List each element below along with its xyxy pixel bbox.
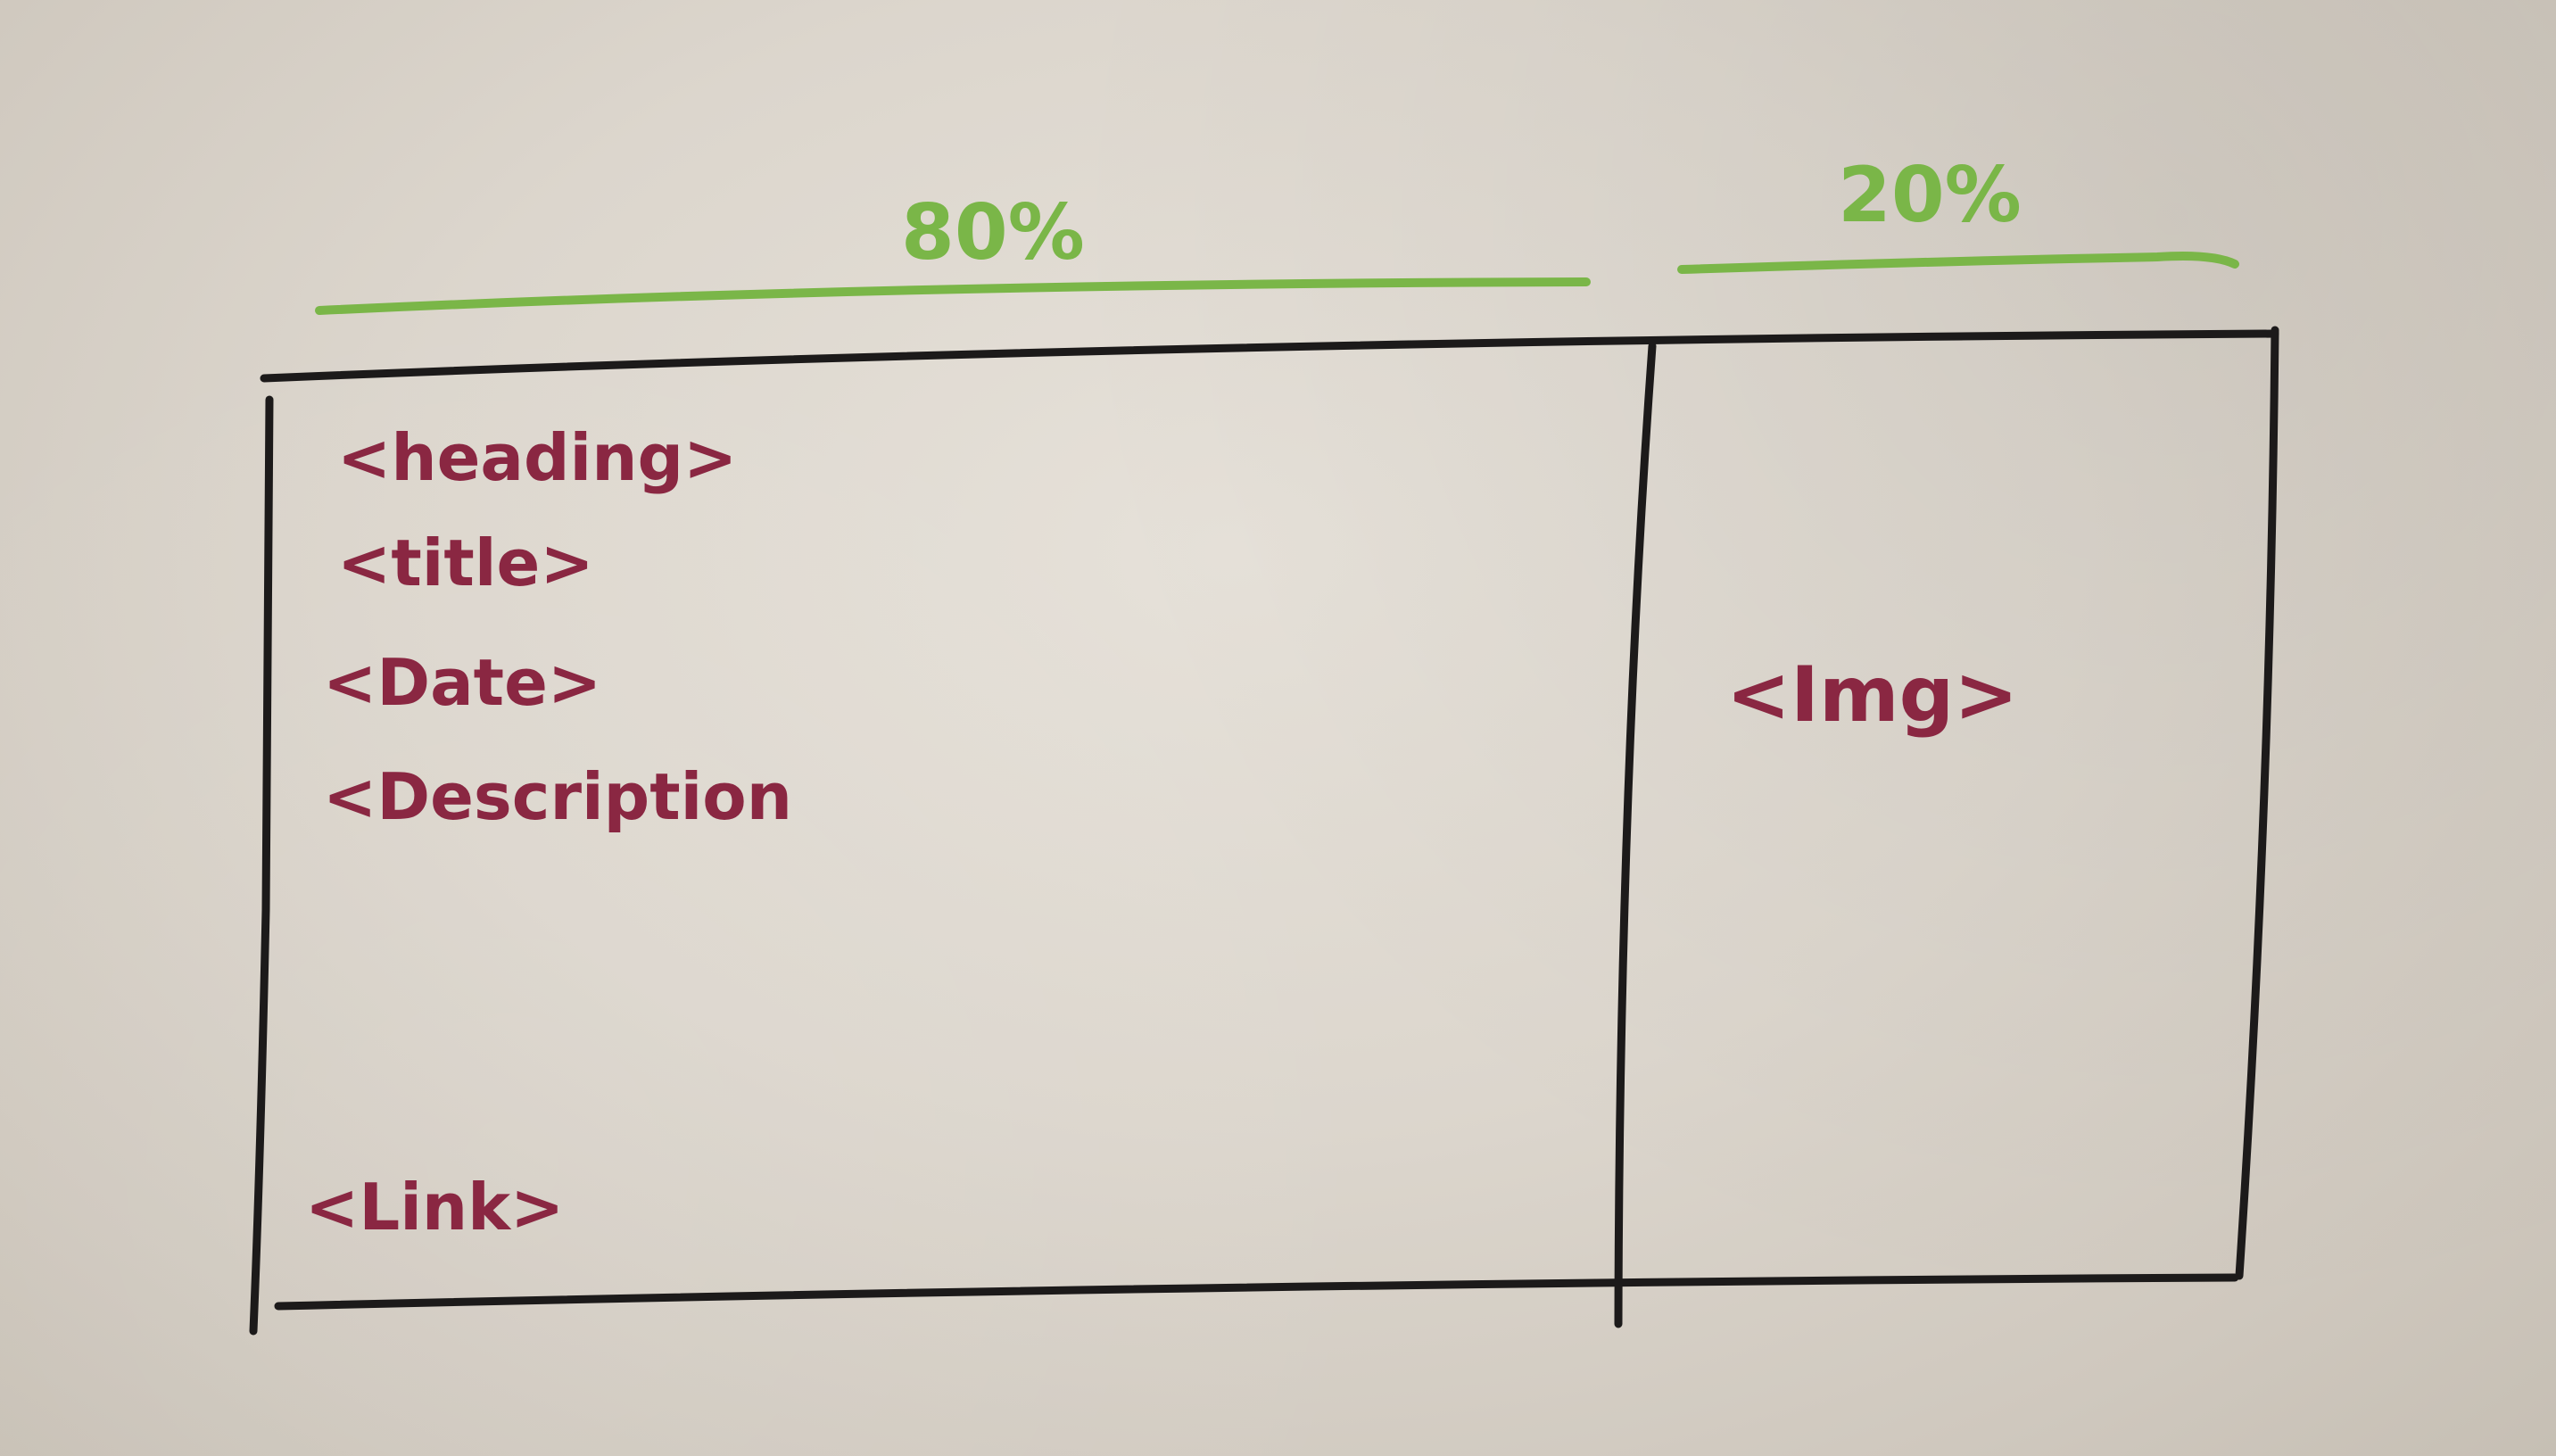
layout-frame: [249, 326, 2279, 1336]
image-placeholder: <Img>: [1726, 650, 2018, 740]
column-divider: [1614, 342, 1657, 1328]
left-panel: <heading> <title> <Date> <Description <L…: [305, 420, 792, 1245]
frame-bottom-edge: [274, 1273, 2239, 1311]
title-placeholder: <title>: [337, 525, 594, 600]
right-width-label: 20%: [1838, 151, 2022, 240]
width-annotations: 80% 20%: [315, 151, 2239, 315]
left-width-label: 80%: [901, 188, 1085, 277]
left-width-line: [315, 277, 1591, 315]
right-width-line: [1677, 252, 2239, 274]
frame-left-edge: [249, 395, 274, 1336]
frame-top-edge: [260, 329, 2279, 383]
frame-right-edge: [2235, 326, 2279, 1280]
right-panel: <Img>: [1726, 650, 2018, 740]
date-placeholder: <Date>: [323, 645, 601, 720]
link-placeholder: <Link>: [305, 1170, 564, 1245]
heading-placeholder: <heading>: [337, 420, 737, 495]
description-placeholder: <Description: [323, 759, 792, 834]
